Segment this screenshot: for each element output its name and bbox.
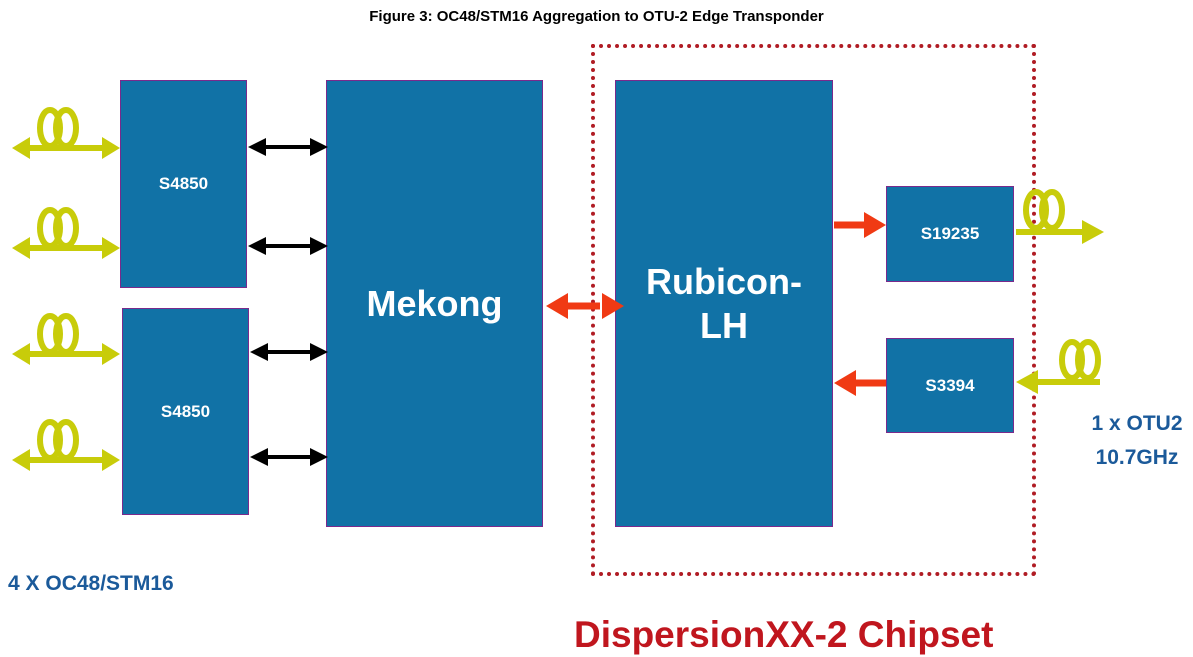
input-rate-label: 4 X OC48/STM16	[8, 572, 174, 595]
rubicon-lh-block: Rubicon- LH	[615, 80, 833, 527]
right-arrow-icon	[834, 212, 886, 238]
s4850-lower-label: S4850	[160, 401, 211, 421]
s4850-upper-label: S4850	[158, 174, 209, 193]
mekong-label: Mekong	[366, 282, 503, 324]
bidirectional-arrow-icon	[250, 343, 328, 361]
left-arrow-icon	[834, 370, 886, 396]
figure-title: Figure 3: OC48/STM16 Aggregation to OTU-…	[369, 8, 824, 25]
fiber-coil-icon	[1016, 342, 1100, 394]
fiber-coil-icon	[12, 210, 120, 259]
s3394-label: S3394	[925, 375, 975, 395]
rubicon-lh-label: Rubicon- LH	[646, 260, 802, 346]
output-rate-line2: 10.7GHz	[1095, 446, 1179, 469]
fiber-coil-icon	[1016, 192, 1104, 244]
chipset-label: DispersionXX-2 Chipset	[574, 614, 994, 655]
bidirectional-arrow-icon	[248, 138, 328, 156]
bidirectional-arrow-icon	[248, 237, 328, 255]
s19235-label: S19235	[920, 224, 980, 243]
output-rate-label: 1 x OTU2 10.7GHz	[1082, 412, 1192, 470]
s19235-block: S19235	[886, 186, 1014, 282]
fiber-coil-icon	[12, 316, 120, 365]
fiber-coil-icon	[12, 422, 120, 471]
fiber-coil-icon	[12, 110, 120, 159]
chipset-boundary	[591, 44, 1036, 576]
s3394-block: S3394	[886, 338, 1014, 433]
mekong-block: Mekong	[326, 80, 543, 527]
output-rate-line1: 1 x OTU2	[1091, 412, 1183, 435]
bidirectional-arrow-icon	[546, 293, 624, 319]
bidirectional-arrow-icon	[250, 448, 328, 466]
s4850-block-upper: S4850	[120, 80, 247, 288]
s4850-block-lower: S4850	[122, 308, 249, 515]
